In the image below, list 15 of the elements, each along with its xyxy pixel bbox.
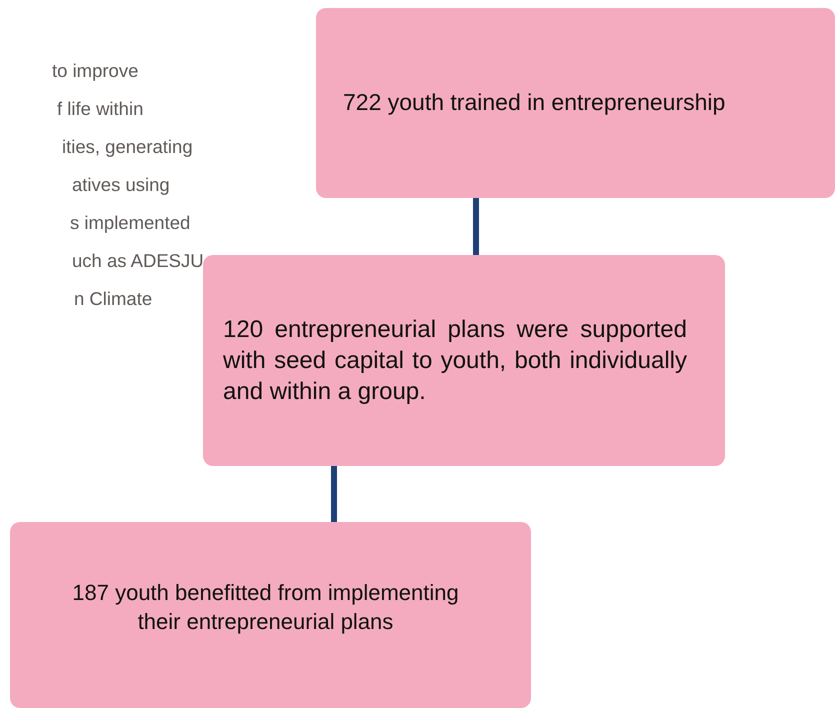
- body-text-line: n Climate: [74, 288, 152, 310]
- process-box: [10, 522, 531, 708]
- body-text-line: to improve: [52, 60, 138, 82]
- box-text: 120 entrepreneurial plans were supported with seed capital to youth, both individually and within a group.: [223, 314, 687, 408]
- body-text-line: atives using: [72, 174, 170, 196]
- connector-line: [473, 198, 479, 255]
- box-text: 722 youth trained in entrepreneurship: [343, 88, 726, 118]
- body-text-line: uch as ADESJU: [72, 250, 204, 272]
- process-box: [203, 255, 725, 466]
- connector-line: [331, 466, 337, 522]
- body-text-line: f life within: [57, 98, 144, 120]
- process-box: [316, 8, 835, 198]
- body-text-line: s implemented: [70, 212, 190, 234]
- box-text: 187 youth benefitted from implementing their entrepreneurial plans: [71, 579, 460, 636]
- body-text-line: ities, generating: [62, 136, 193, 158]
